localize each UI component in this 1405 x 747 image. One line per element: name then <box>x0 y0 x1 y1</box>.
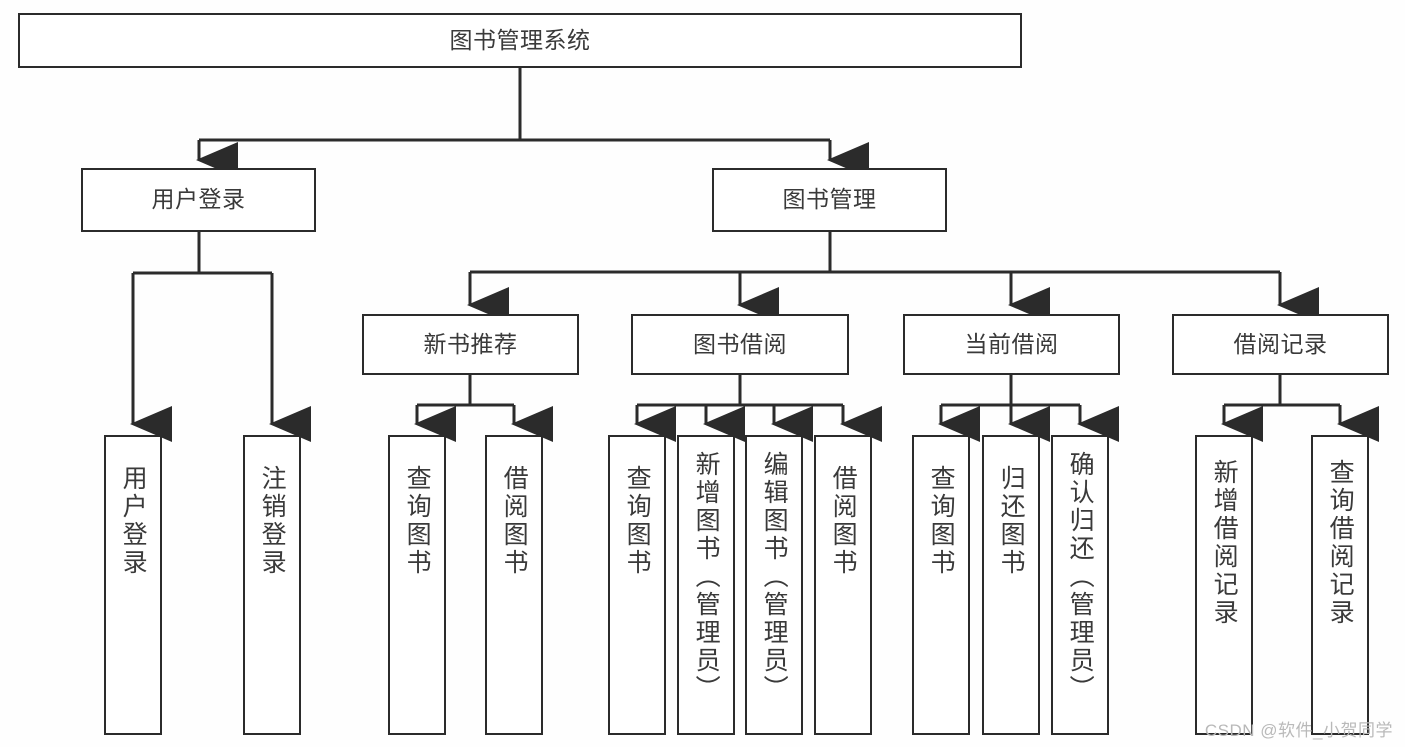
node-label: 图书借阅 <box>693 330 787 357</box>
node-label: 新增借阅记录 <box>1210 459 1239 627</box>
node-label: 用户登录 <box>151 186 246 213</box>
node-label: 新书推荐 <box>423 330 518 357</box>
node-label: 归还图书 <box>997 465 1026 577</box>
node-book-borrow[interactable]: 图书借阅 <box>631 314 849 375</box>
leaf-user-logout[interactable]: 注销登录 <box>243 435 301 735</box>
node-label: 查询图书 <box>927 465 956 577</box>
leaf-edit-book[interactable]: 编辑图书（管理员） <box>745 435 803 735</box>
leaf-add-book[interactable]: 新增图书（管理员） <box>677 435 735 735</box>
node-label: 借阅图书 <box>829 465 858 577</box>
watermark-text: CSDN @软件_小贺同学 <box>1204 721 1393 740</box>
node-book-manage[interactable]: 图书管理 <box>712 168 947 232</box>
node-label: 查询图书 <box>623 465 652 577</box>
leaf-query-borrow-record[interactable]: 查询借阅记录 <box>1311 435 1369 735</box>
node-label: 查询图书 <box>403 465 432 577</box>
node-label: 当前借阅 <box>964 330 1059 357</box>
node-current-borrow[interactable]: 当前借阅 <box>903 314 1120 375</box>
node-label: 查询借阅记录 <box>1326 459 1355 627</box>
node-label: 用户登录 <box>119 465 148 577</box>
node-label: 借阅记录 <box>1233 330 1328 357</box>
node-new-book-recommend[interactable]: 新书推荐 <box>362 314 579 375</box>
leaf-query-book-recommend[interactable]: 查询图书 <box>388 435 446 735</box>
node-label: 确认归还（管理员） <box>1066 451 1095 703</box>
node-label: 借阅图书 <box>500 465 529 577</box>
leaf-user-login[interactable]: 用户登录 <box>104 435 162 735</box>
node-label: 注销登录 <box>258 465 287 577</box>
leaf-add-borrow-record[interactable]: 新增借阅记录 <box>1195 435 1253 735</box>
leaf-return-book[interactable]: 归还图书 <box>982 435 1040 735</box>
leaf-query-book-current[interactable]: 查询图书 <box>912 435 970 735</box>
node-label: 图书管理系统 <box>449 26 591 53</box>
leaf-borrow-book[interactable]: 借阅图书 <box>814 435 872 735</box>
leaf-query-book-borrow[interactable]: 查询图书 <box>608 435 666 735</box>
leaf-borrow-book-recommend[interactable]: 借阅图书 <box>485 435 543 735</box>
node-root-system[interactable]: 图书管理系统 <box>18 13 1022 68</box>
node-label: 新增图书（管理员） <box>692 451 721 703</box>
node-user-login[interactable]: 用户登录 <box>81 168 316 232</box>
node-label: 图书管理 <box>782 186 877 213</box>
leaf-confirm-return[interactable]: 确认归还（管理员） <box>1051 435 1109 735</box>
node-borrow-record[interactable]: 借阅记录 <box>1172 314 1389 375</box>
node-label: 编辑图书（管理员） <box>760 451 789 703</box>
